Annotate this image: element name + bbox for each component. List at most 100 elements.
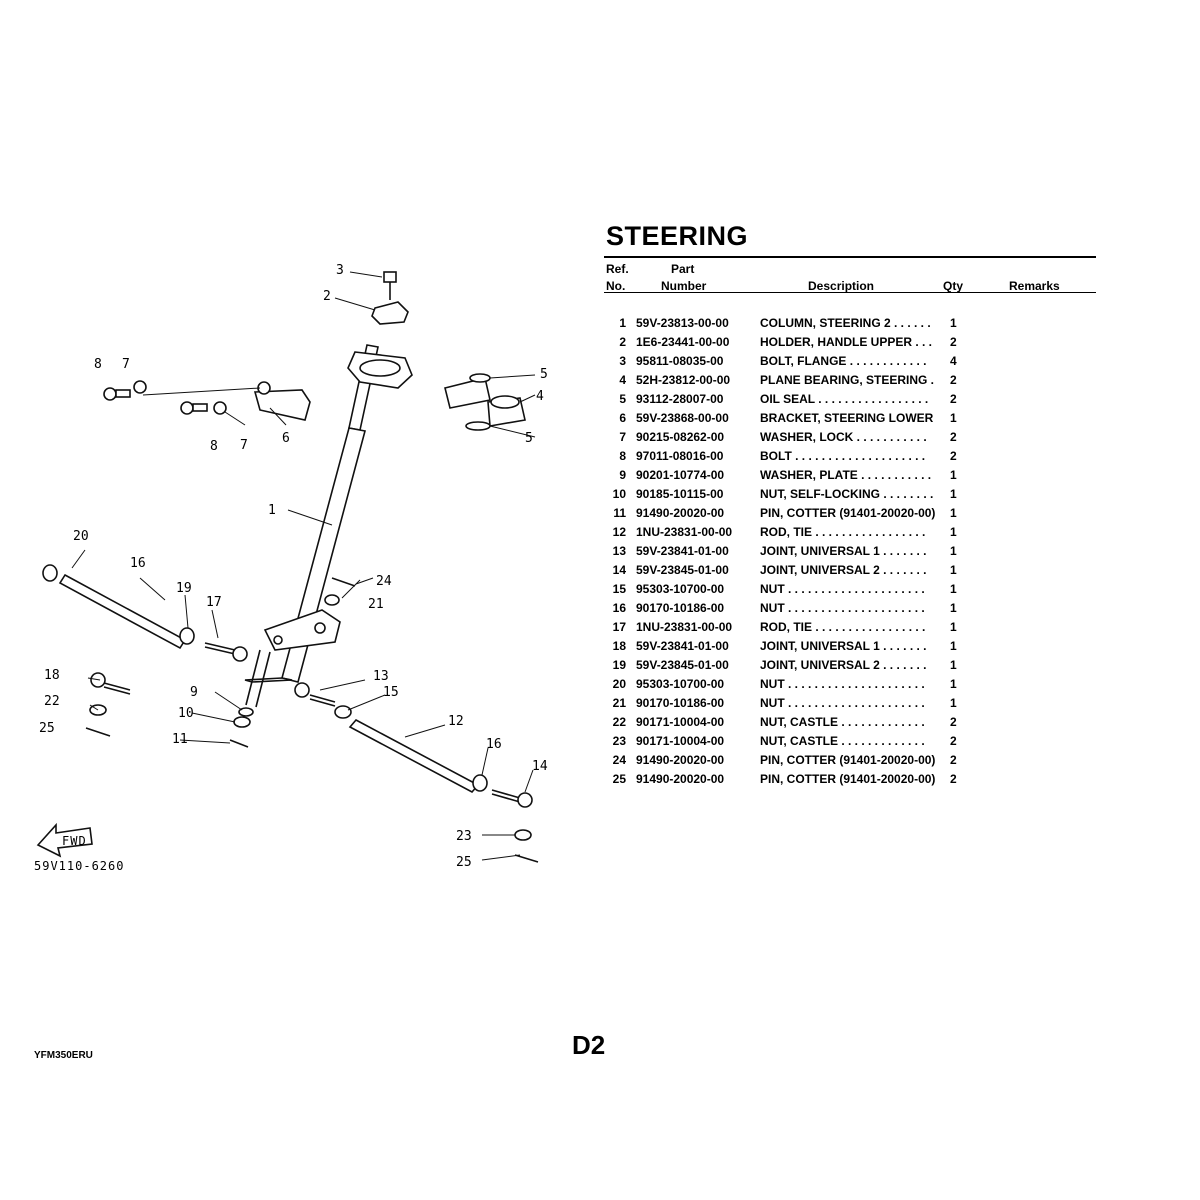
ref-cell: 20: [612, 677, 626, 691]
qty-cell: 2: [950, 772, 957, 786]
description-cell: NUT . . . . . . . . . . . . . . . . . . …: [760, 601, 925, 615]
description-cell: ROD, TIE . . . . . . . . . . . . . . . .…: [760, 620, 926, 634]
part-number-cell: 1NU-23831-00-00: [636, 525, 733, 539]
header-divider: [604, 292, 1096, 293]
description-cell: HOLDER, HANDLE UPPER . . .: [760, 335, 933, 349]
callout-9: 9: [190, 685, 198, 700]
description-cell: NUT . . . . . . . . . . . . . . . . . . …: [760, 582, 925, 596]
table-row: 24 91490-20020-00 PIN, COTTER (91401-20020…: [604, 753, 1096, 772]
part-number-cell: 52H-23812-00-00: [636, 373, 731, 387]
header-description: Description: [808, 279, 875, 293]
qty-cell: 1: [950, 582, 957, 596]
qty-cell: 2: [950, 335, 957, 349]
part-number-cell: 59V-23845-01-00: [636, 563, 729, 577]
ref-cell: 14: [612, 563, 626, 577]
callout-17: 16: [130, 556, 146, 571]
description-cell: NUT, CASTLE . . . . . . . . . . . . .: [760, 734, 925, 748]
fwd-label: FWD: [62, 834, 87, 848]
description-cell: BRACKET, STEERING LOWER: [760, 411, 934, 425]
part-number-cell: 59V-23845-01-00: [636, 658, 729, 672]
qty-cell: 1: [950, 525, 957, 539]
callout-8-top: 8: [94, 357, 102, 372]
part-number-cell: 59V-23868-00-00: [636, 411, 729, 425]
qty-cell: 1: [950, 544, 957, 558]
description-cell: JOINT, UNIVERSAL 1 . . . . . . .: [760, 544, 927, 558]
table-row: 13 59V-23841-01-00 JOINT, UNIVERSAL 1 . . …: [604, 544, 1096, 563]
part-number-cell: 59V-23841-01-00: [636, 544, 729, 558]
ref-cell: 13: [612, 544, 626, 558]
callout-14: 14: [532, 759, 548, 774]
part-number-cell: 91490-20020-00: [636, 772, 725, 786]
part-number-cell: 90185-10115-00: [636, 487, 724, 501]
part-number-cell: 95811-08035-00: [636, 354, 724, 368]
qty-cell: 1: [950, 468, 957, 482]
ref-cell: 24: [612, 753, 626, 767]
qty-cell: 1: [950, 658, 957, 672]
description-cell: ROD, TIE . . . . . . . . . . . . . . . .…: [760, 525, 926, 539]
description-cell: BOLT, FLANGE . . . . . . . . . . . .: [760, 354, 927, 368]
part-number-cell: 90170-10186-00: [636, 601, 725, 615]
description-cell: NUT, CASTLE . . . . . . . . . . . . .: [760, 715, 925, 729]
qty-cell: 1: [950, 563, 957, 577]
qty-cell: 1: [950, 696, 957, 710]
callout-23-right: 23: [456, 829, 472, 844]
illustration-code: 59V110-6260: [34, 859, 124, 873]
header-ref-line1: Ref.: [606, 262, 629, 276]
qty-cell: 2: [950, 449, 957, 463]
lower-bracket-part: [103, 380, 311, 421]
callout-8-bottom: 8: [210, 439, 218, 454]
callout-5-top: 5: [540, 367, 548, 382]
callout-24: 24: [376, 574, 392, 589]
qty-cell: 1: [950, 411, 957, 425]
table-row: 2 1E6-23441-00-00 HOLDER, HANDLE UPPER . .…: [604, 335, 1096, 354]
part-number-cell: 97011-08016-00: [636, 449, 724, 463]
title-divider: [604, 256, 1096, 258]
part-number-cell: 1E6-23441-00-00: [636, 335, 730, 349]
qty-cell: 1: [950, 316, 957, 330]
description-cell: WASHER, PLATE . . . . . . . . . . .: [760, 468, 932, 482]
callout-21: 20: [73, 529, 89, 544]
forward-arrow-icon: FWD: [36, 822, 93, 858]
description-cell: NUT, SELF-LOCKING . . . . . . . .: [760, 487, 934, 501]
description-cell: BOLT . . . . . . . . . . . . . . . . . .…: [760, 449, 926, 463]
handle-holder-part: [371, 271, 409, 325]
part-number-cell: 91490-20020-00: [636, 753, 725, 767]
qty-cell: 2: [950, 392, 957, 406]
header-qty: Qty: [943, 279, 964, 293]
qty-cell: 2: [950, 734, 957, 748]
callout-3: 3: [336, 263, 344, 278]
part-number-cell: 90201-10774-00: [636, 468, 725, 482]
callout-13: 13: [373, 669, 389, 684]
ref-cell: 18: [612, 639, 626, 653]
callout-6: 6: [282, 431, 290, 446]
steering-column-part: [244, 344, 413, 708]
header-part-line2: Number: [661, 279, 707, 293]
model-code: YFM350ERU: [34, 1050, 93, 1061]
callout-19: 18: [44, 668, 60, 683]
description-cell: JOINT, UNIVERSAL 2 . . . . . . .: [760, 658, 927, 672]
ref-cell: 11: [613, 506, 626, 520]
callout-5-bottom: 5: [525, 431, 533, 446]
part-number-cell: 90215-08262-00: [636, 430, 725, 444]
ref-cell: 7: [619, 430, 626, 444]
description-cell: COLUMN, STEERING 2 . . . . . .: [760, 316, 931, 330]
callout-2: 2: [323, 289, 331, 304]
description-cell: NUT . . . . . . . . . . . . . . . . . . …: [760, 677, 925, 691]
qty-cell: 1: [950, 601, 957, 615]
qty-cell: 2: [950, 753, 957, 767]
tie-rod-right-part: [294, 682, 539, 863]
description-cell: PIN, COTTER (91401-20020-00): [760, 753, 936, 767]
callout-22: 21: [368, 597, 384, 612]
